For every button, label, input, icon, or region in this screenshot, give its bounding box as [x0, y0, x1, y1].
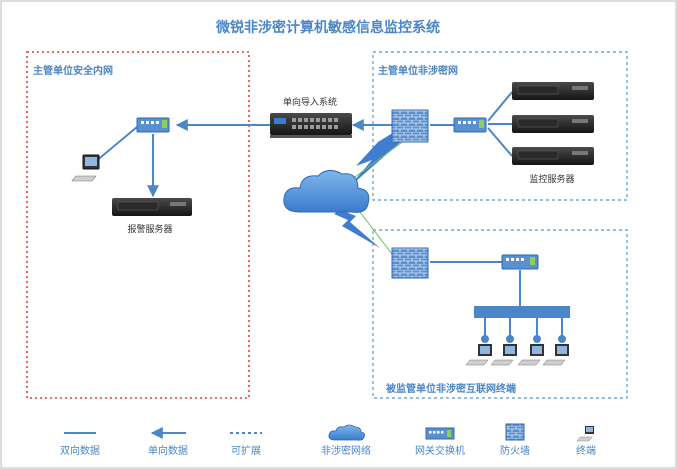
- legend-switch-icon: [425, 427, 455, 440]
- link-switch-to-server-1: [487, 91, 513, 122]
- diagram-title: 微锐非涉密计算机敏感信息监控系统: [215, 19, 440, 36]
- lightning-bottom: [334, 210, 380, 248]
- switch-right-bottom: [501, 254, 539, 270]
- legend-extensible-label: 可扩展: [231, 444, 261, 457]
- connection-lines: [94, 91, 563, 336]
- legend-cloud-icon: [328, 424, 365, 441]
- legend-firewall-label: 防火墙: [500, 444, 530, 457]
- monitor-server-1: [512, 82, 594, 100]
- zone-left-label: 主管单位安全内网: [33, 64, 113, 77]
- monitor-server-2: [512, 115, 594, 133]
- non-secret-network-cloud: [283, 170, 370, 213]
- monitor-server-label: 监控服务器: [529, 173, 574, 185]
- legend-bidirectional-label: 双向数据: [60, 444, 100, 457]
- firewall-bottom: [391, 247, 429, 279]
- legend-terminal-icon: [576, 426, 594, 442]
- zone-right-bottom-border: [372, 229, 628, 399]
- legend-network-label: 非涉密网络: [321, 444, 371, 457]
- zone-right-top-border: [372, 51, 628, 201]
- switch-left: [136, 117, 170, 133]
- legend-switch-label: 网关交换机: [415, 444, 465, 457]
- alarm-server: [112, 198, 192, 216]
- terminal-left: [71, 154, 100, 182]
- bottom-terminals: [465, 335, 569, 366]
- bottom-terminal: [490, 335, 517, 366]
- monitor-servers: [512, 82, 594, 165]
- one-way-import-device: [270, 113, 352, 138]
- link-switch-to-server-3: [487, 127, 513, 157]
- link-switch-to-terminal: [94, 126, 138, 163]
- legend: 双向数据 单向数据 可扩展 非涉密网络 网关交换机 防火墙 终端: [60, 423, 596, 457]
- legend-firewall-icon: [505, 423, 525, 441]
- zone-left-border: [26, 51, 250, 399]
- zone-right-top-label: 主管单位非涉密网: [378, 64, 458, 77]
- one-way-import-label: 单向导入系统: [283, 96, 337, 108]
- bottom-terminal: [465, 335, 492, 366]
- bottom-terminal: [517, 335, 544, 366]
- lightning-top: [348, 126, 410, 188]
- wireless-links: [334, 126, 410, 248]
- legend-unidirectional-label: 单向数据: [148, 444, 188, 457]
- network-bus: [474, 306, 570, 318]
- legend-terminal-label: 终端: [576, 444, 596, 457]
- monitor-server-3: [512, 147, 594, 165]
- zone-right-bottom-label: 被监管单位非涉密互联网终端: [386, 382, 516, 395]
- bottom-terminal: [542, 335, 569, 366]
- alarm-server-label: 报警服务器: [127, 223, 172, 235]
- switch-right-top: [453, 117, 487, 133]
- firewall-top: [391, 109, 429, 143]
